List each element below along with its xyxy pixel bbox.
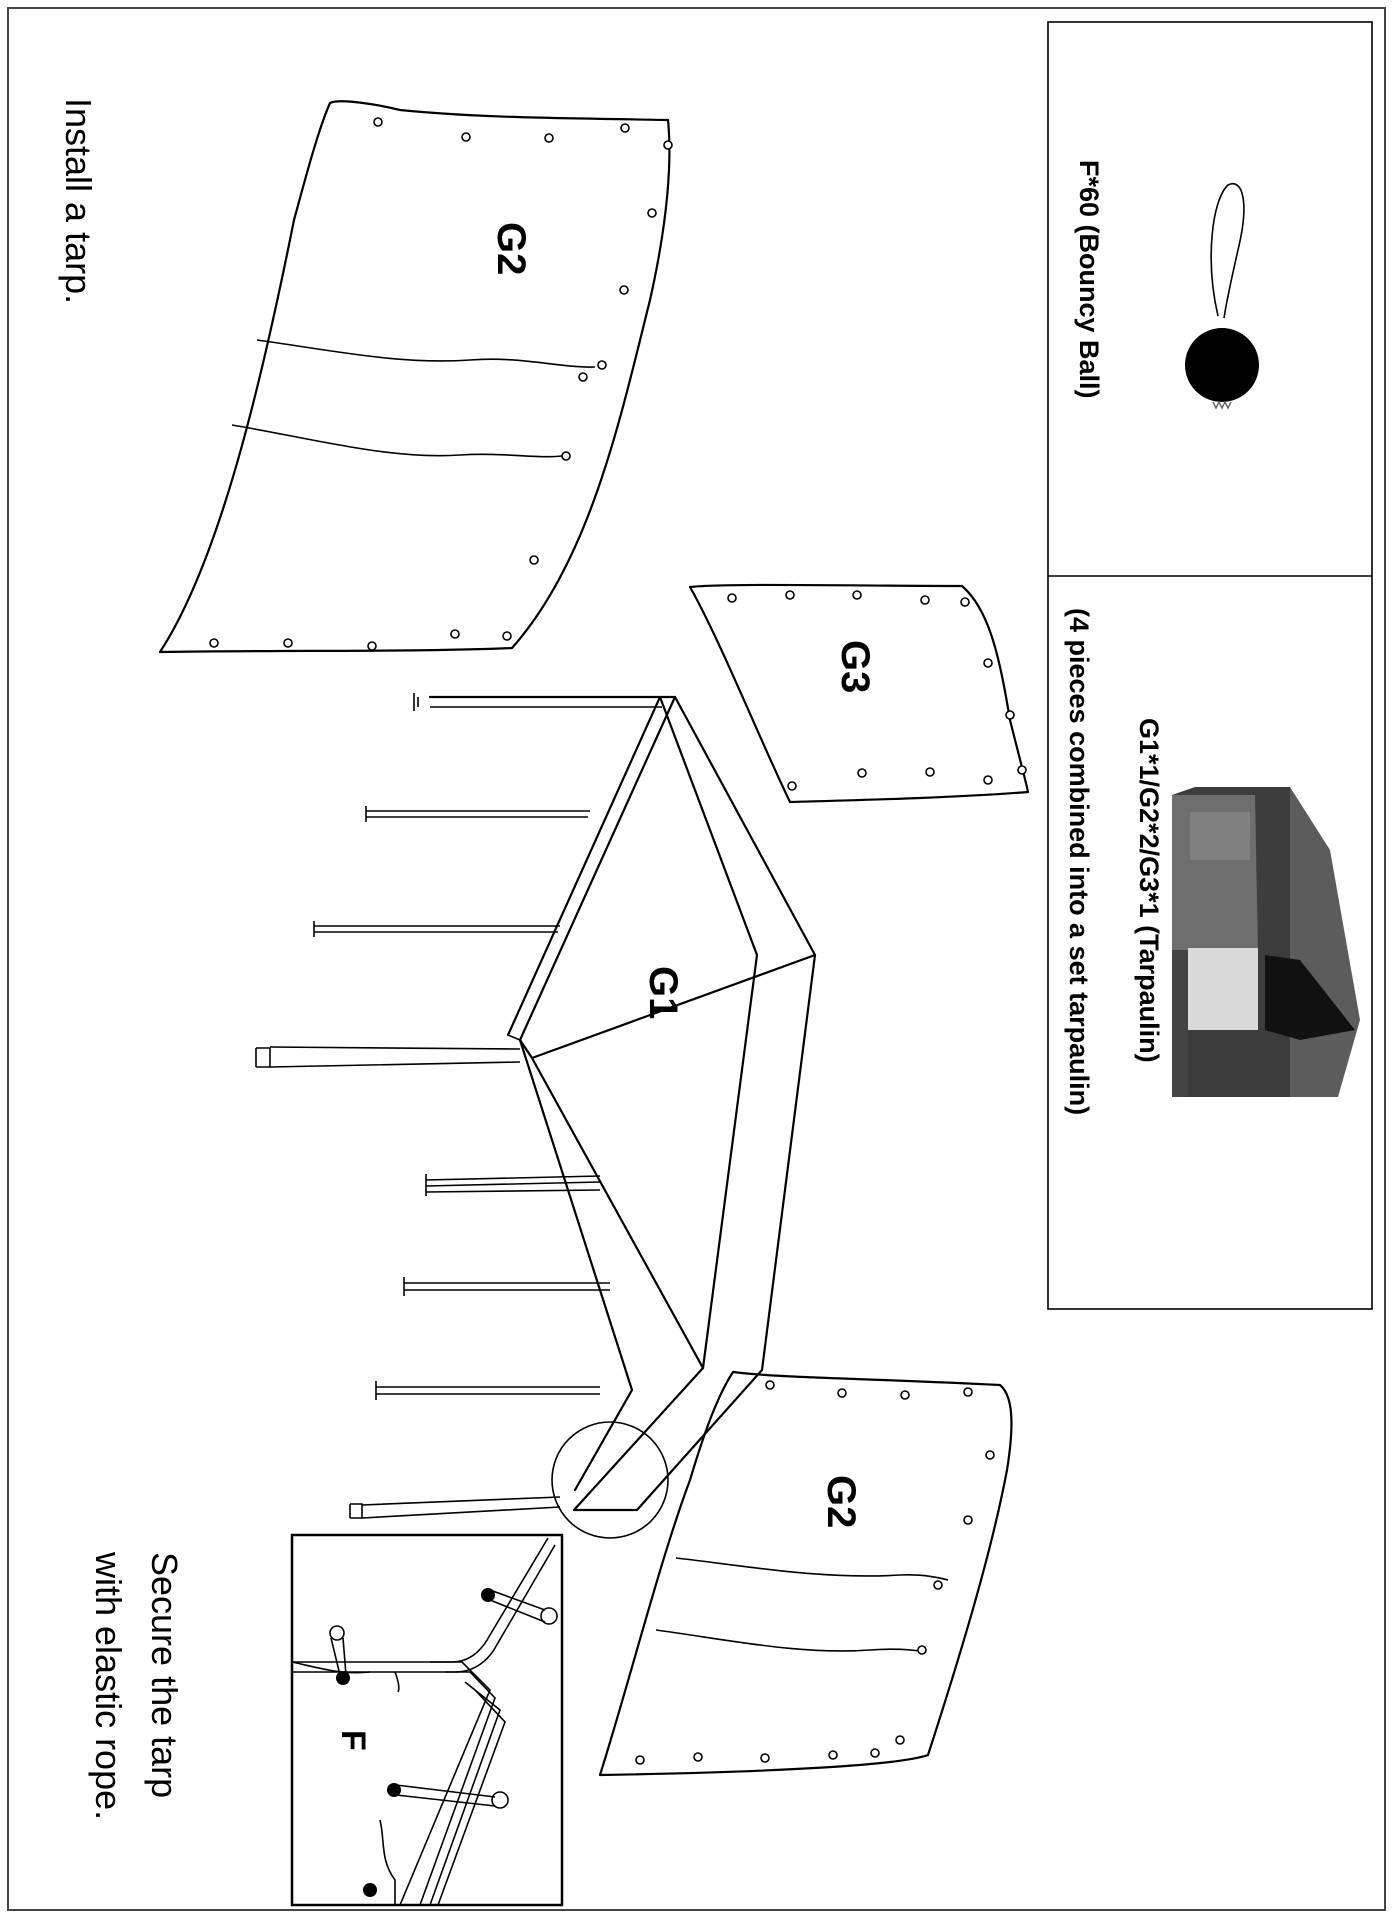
- part-f-label: F*60 (Bouncy Ball): [1074, 160, 1104, 399]
- detail-inset-frame: [290, 1533, 564, 1907]
- tarp-g3: G3: [688, 583, 1030, 804]
- legend-frame: [1047, 21, 1373, 1310]
- elastic-rope-loop-icon: [481, 1588, 558, 1625]
- tarp-g1-roof: G1: [428, 695, 817, 1512]
- g2-bottom-label: G2: [819, 1475, 863, 1528]
- tarp-g2-top: G2: [158, 100, 673, 654]
- elastic-rope-loop-icon: [363, 1883, 377, 1897]
- install-tarp-text: Install a tarp.: [58, 98, 99, 304]
- secure-tarp-text-line2: with elastic rope.: [88, 1551, 129, 1820]
- g2-bottom-grommets: [635, 1380, 995, 1765]
- part-g-label-line2: (4 pieces combined into a set tarpaulin): [1064, 608, 1094, 1115]
- g3-label: G3: [833, 640, 877, 693]
- elastic-rope-detail-inset: F: [290, 1533, 564, 1907]
- g1-label: G1: [641, 966, 685, 1019]
- elastic-rope-loop-icon: [387, 1783, 509, 1809]
- g2-top-grommets: [209, 117, 673, 651]
- elastic-rope-loop-icon: [329, 1625, 350, 1685]
- tarp-g2-bottom: G2: [598, 1370, 1013, 1777]
- parts-legend: F*60 (Bouncy Ball) G1*1/G2*2/G3*1 (Tarpa…: [1047, 21, 1373, 1310]
- f-label: F: [334, 1730, 372, 1751]
- bouncy-ball-icon: [1185, 182, 1259, 410]
- frame-poles: [255, 693, 666, 1519]
- part-g-label-line1: G1*1/G2*2/G3*1 (Tarpaulin): [1134, 718, 1164, 1063]
- g3-grommets: [727, 590, 1027, 791]
- detail-callout-circle: [551, 1421, 669, 1539]
- g2-top-label: G2: [489, 222, 533, 275]
- tarpaulin-set-icon: [1172, 787, 1360, 1097]
- secure-tarp-text-line1: Secure the tarp: [144, 1552, 185, 1798]
- page-border: [7, 7, 1386, 1911]
- rope-hook: [394, 1671, 400, 1693]
